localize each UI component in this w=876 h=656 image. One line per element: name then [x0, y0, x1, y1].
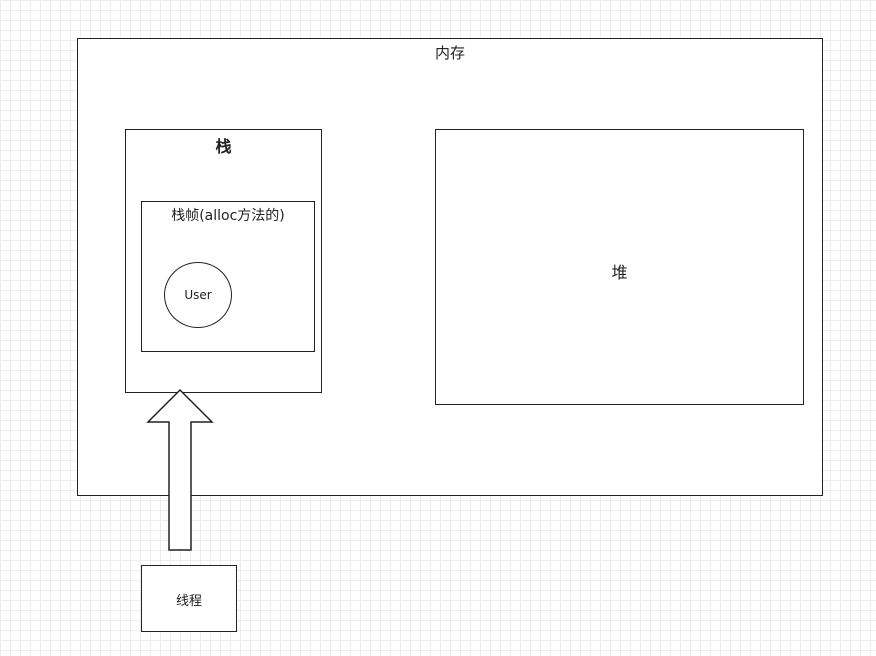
stack-frame-box: 栈帧(alloc方法的): [141, 201, 315, 352]
stack-label: 栈: [215, 137, 232, 156]
heap-box: 堆: [435, 129, 804, 405]
user-object-label: User: [184, 288, 212, 302]
stack-frame-label: 栈帧(alloc方法的): [171, 208, 285, 224]
thread-label: 线程: [175, 594, 202, 609]
memory-label: 内存: [434, 44, 465, 62]
user-object-circle: User: [164, 262, 232, 328]
heap-label: 堆: [611, 263, 628, 282]
thread-box: 线程: [141, 565, 237, 632]
